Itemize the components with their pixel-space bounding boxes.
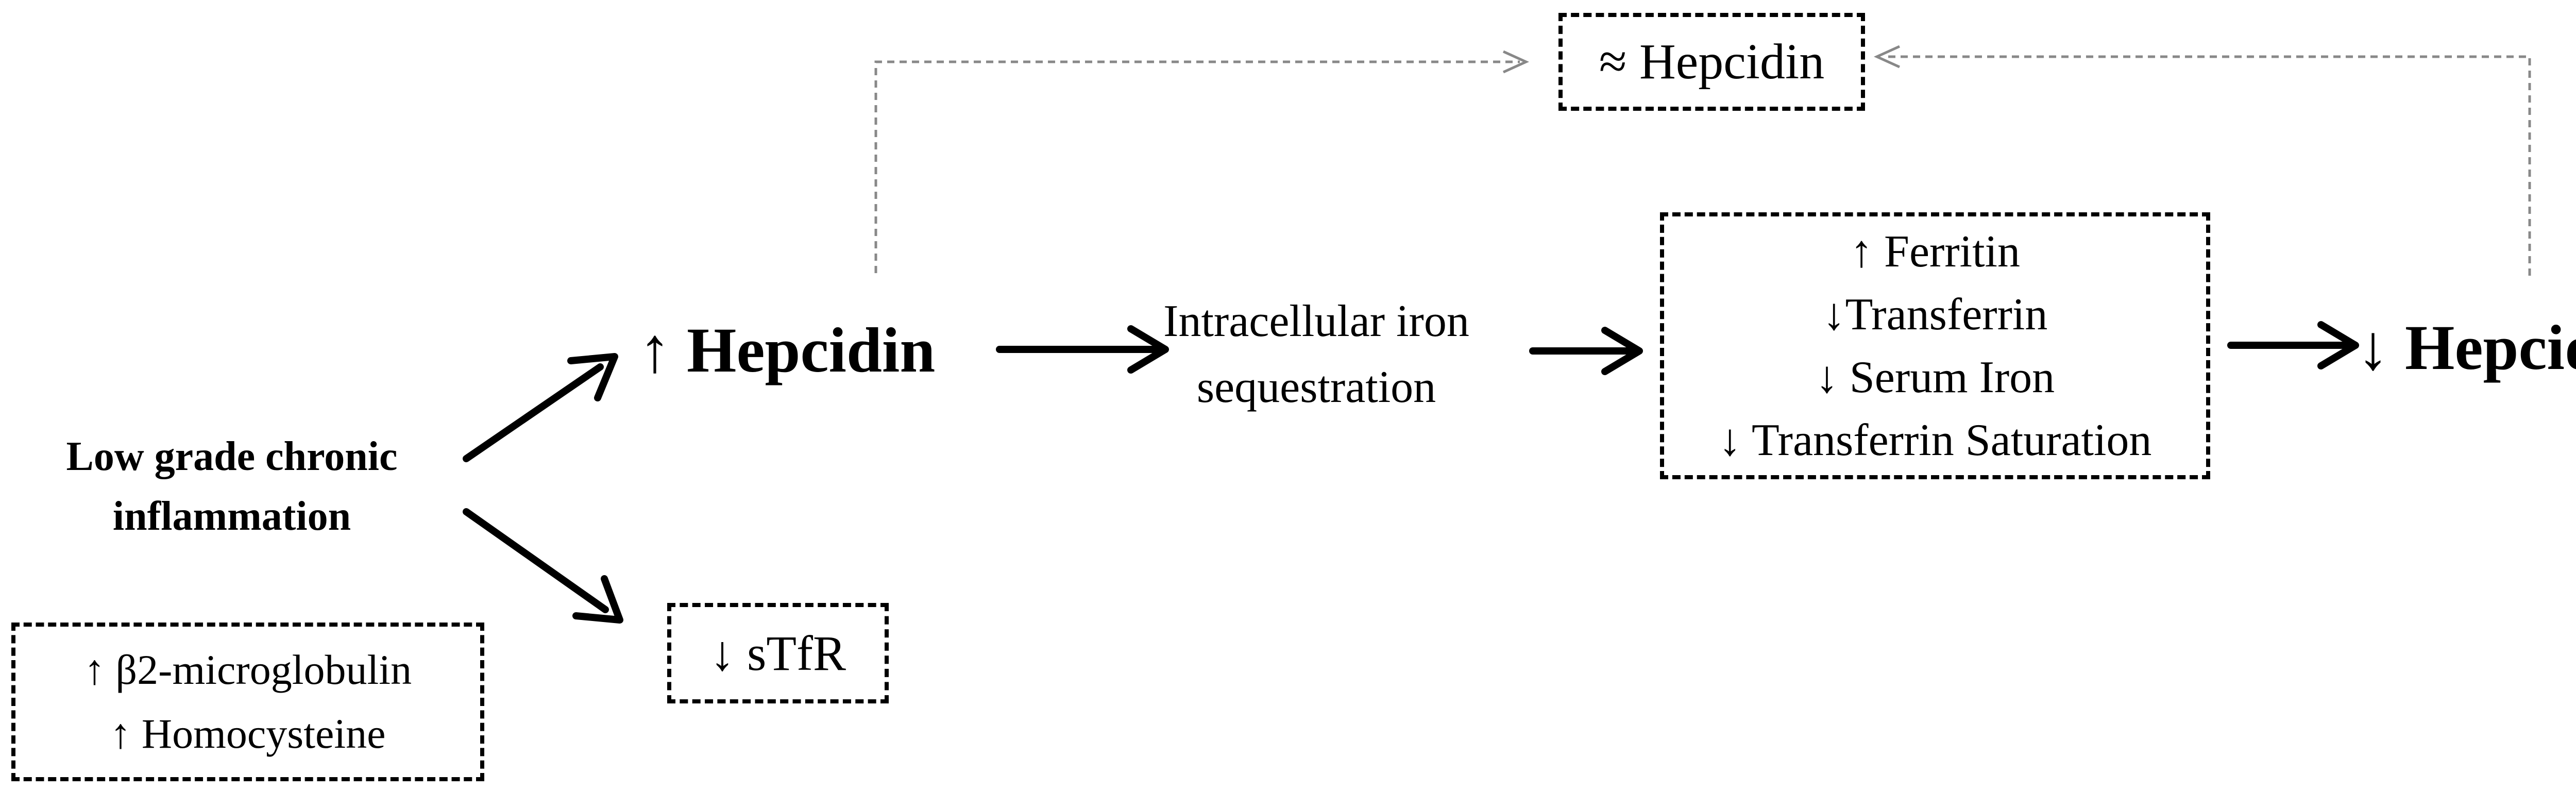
hepcidin-up-label: ↑ Hepcidin — [639, 309, 989, 392]
sequestration-line-2: sequestration — [1196, 362, 1436, 412]
stfr-label: ↓ sTfR — [710, 626, 846, 681]
feedback-hepcidin-down-to-approx — [1873, 45, 2531, 276]
serum-iron-label: ↓ Serum Iron — [1815, 352, 2055, 402]
arrow-sequestration-to-iron-panel — [1529, 327, 1643, 375]
inflammation-line-2: inflammation — [112, 494, 351, 539]
hepcidin-down-label: ↓ Hepcidin — [2357, 307, 2576, 389]
stfr-box: ↓ sTfR — [667, 603, 889, 703]
iron-panel-box: ↑ Ferritin ↓Transferrin ↓ Serum Iron ↓ T… — [1660, 212, 2210, 479]
transferrin-label: ↓Transferrin — [1822, 290, 2048, 340]
homocysteine-label: ↑ Homocysteine — [110, 710, 386, 757]
ferritin-label: ↑ Ferritin — [1850, 227, 2020, 277]
beta2-microglobulin-label: ↑ β2-microglobulin — [83, 646, 412, 693]
hepcidin-up-text: ↑ Hepcidin — [639, 315, 936, 385]
transferrin-saturation-label: ↓ Transferrin Saturation — [1718, 415, 2152, 465]
arrow-inflammation-to-hepcidin — [463, 353, 618, 462]
arrow-inflammation-to-stfr — [463, 508, 623, 624]
inflammation-label: Low grade chronic inflammation — [10, 427, 453, 546]
arrow-hepcidin-to-sequestration — [996, 325, 1169, 374]
arrow-iron-panel-to-hepcidin-down — [2227, 321, 2359, 369]
feedback-hepcidin-up-to-approx — [874, 50, 1530, 273]
sequestration-label: Intracellular iron sequestration — [1108, 289, 1525, 421]
hepcidin-approx-text: ≈ Hepcidin — [1599, 34, 1825, 90]
hepcidin-down-text: ↓ Hepcidin — [2357, 312, 2576, 383]
hepcidin-approx-box: ≈ Hepcidin — [1558, 13, 1865, 111]
inflammation-line-1: Low grade chronic — [66, 434, 398, 479]
marker-box: ↑ β2-microglobulin ↑ Homocysteine — [11, 623, 484, 781]
sequestration-line-1: Intracellular iron — [1163, 296, 1469, 346]
